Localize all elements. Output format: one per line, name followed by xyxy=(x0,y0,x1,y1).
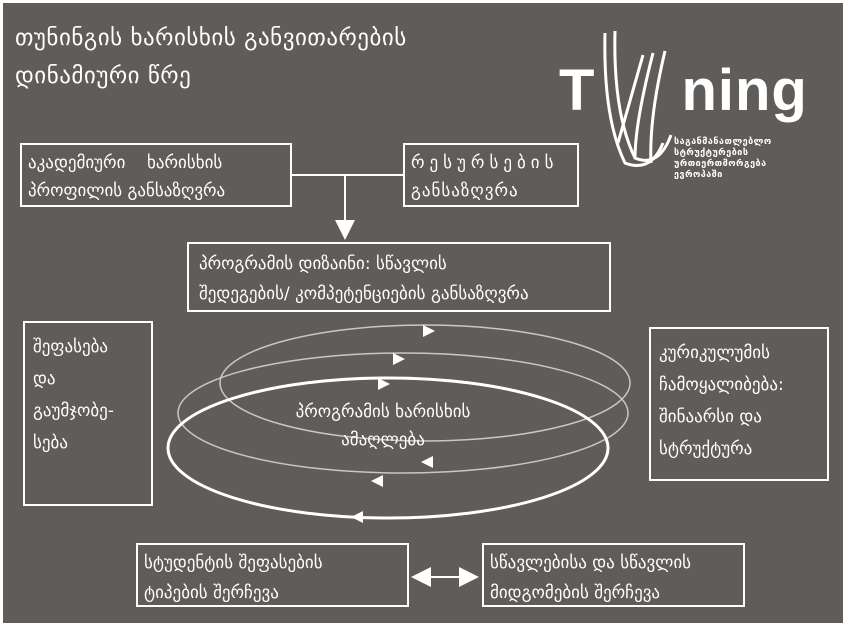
title-line-1: თუნინგის ხარისხის განვითარების xyxy=(15,25,407,51)
box-line: სება xyxy=(33,433,68,453)
box-line: ჩამოყალიბება: xyxy=(659,375,784,395)
box-line: და xyxy=(33,369,56,389)
cycle-center-label: პროგრამის ხარისხის ამაღლება xyxy=(263,398,503,454)
logo-subtitle: საგანმანათლებლო სტრუქტურების ურთიერთმორგ… xyxy=(674,137,772,181)
cycle-arrow-4 xyxy=(421,456,433,468)
box-line: სტუდენტის შეფასების xyxy=(144,553,323,573)
box-line: აკადემიური ხარისხის xyxy=(28,153,223,173)
box-line: რესურსების xyxy=(411,153,559,173)
box-line: სტრუქტურა xyxy=(659,439,753,459)
box-line: კურიკულუმის xyxy=(659,343,770,363)
diagram-graphics xyxy=(166,30,673,587)
academic-profile-box: აკადემიური ხარისხის პროფილის განსაზღვრა xyxy=(20,143,292,207)
cycle-center-line: ამაღლება xyxy=(341,430,425,450)
logo-subtitle-line: სტრუქტურების xyxy=(674,148,749,158)
box-line: პროგრამის დიზაინი: სწავლის xyxy=(199,254,447,274)
program-design-box: პროგრამის დიზაინი: სწავლის შედეგების/ კო… xyxy=(187,242,611,312)
tuning-logo-graphic xyxy=(603,30,673,167)
student-assessment-box: სტუდენტის შეფასების ტიპების შერჩევა xyxy=(136,543,409,607)
logo-letter-t: T xyxy=(559,58,596,123)
box-line: მიდგომების შერჩევა xyxy=(490,583,661,603)
assessment-box: შეფასება და გაუმჯობე- სება xyxy=(23,321,153,506)
logo-subtitle-line: ევროპაში xyxy=(674,170,723,180)
curriculum-box: კურიკულუმის ჩამოყალიბება: შინაარსი და სტ… xyxy=(649,327,829,481)
box-line: შედეგების/ კომპეტენციების განსაზღვრა xyxy=(199,284,529,304)
title-line-2: დინამიური წრე xyxy=(15,63,192,89)
logo-subtitle-line: ურთიერთმორგება xyxy=(674,159,767,169)
cycle-arrow-1 xyxy=(423,325,435,337)
cycle-rings xyxy=(166,324,631,523)
cycle-arrow-2 xyxy=(393,353,405,365)
logo-subtitle-line: საგანმანათლებლო xyxy=(674,137,772,147)
logo-letters-ning: ning xyxy=(681,58,808,123)
box-line: პროფილის განსაზღვრა xyxy=(28,181,226,201)
diagram-title: თუნინგის ხარისხის განვითარების დინამიური… xyxy=(15,19,407,95)
top-connectors xyxy=(292,174,403,240)
box-line: განსაზღვრა xyxy=(411,181,519,201)
box-line: სწავლებისა და სწავლის xyxy=(490,553,692,573)
learning-teaching-box: სწავლებისა და სწავლის მიდგომების შერჩევა xyxy=(482,543,745,607)
box-line: გაუმჯობე- xyxy=(33,401,114,421)
cycle-arrow-3 xyxy=(378,378,390,390)
cycle-arrow-6 xyxy=(351,511,363,523)
box-line: შინაარსი და xyxy=(659,407,762,427)
box-line: შეფასება xyxy=(33,337,109,357)
diagram-slide: თუნინგის ხარისხის განვითარების დინამიური… xyxy=(3,3,843,623)
cycle-arrow-5 xyxy=(371,475,383,487)
resources-box: რესურსების განსაზღვრა xyxy=(403,143,579,207)
box-line: ტიპების შერჩევა xyxy=(144,583,279,603)
cycle-center-line: პროგრამის ხარისხის xyxy=(295,402,471,422)
